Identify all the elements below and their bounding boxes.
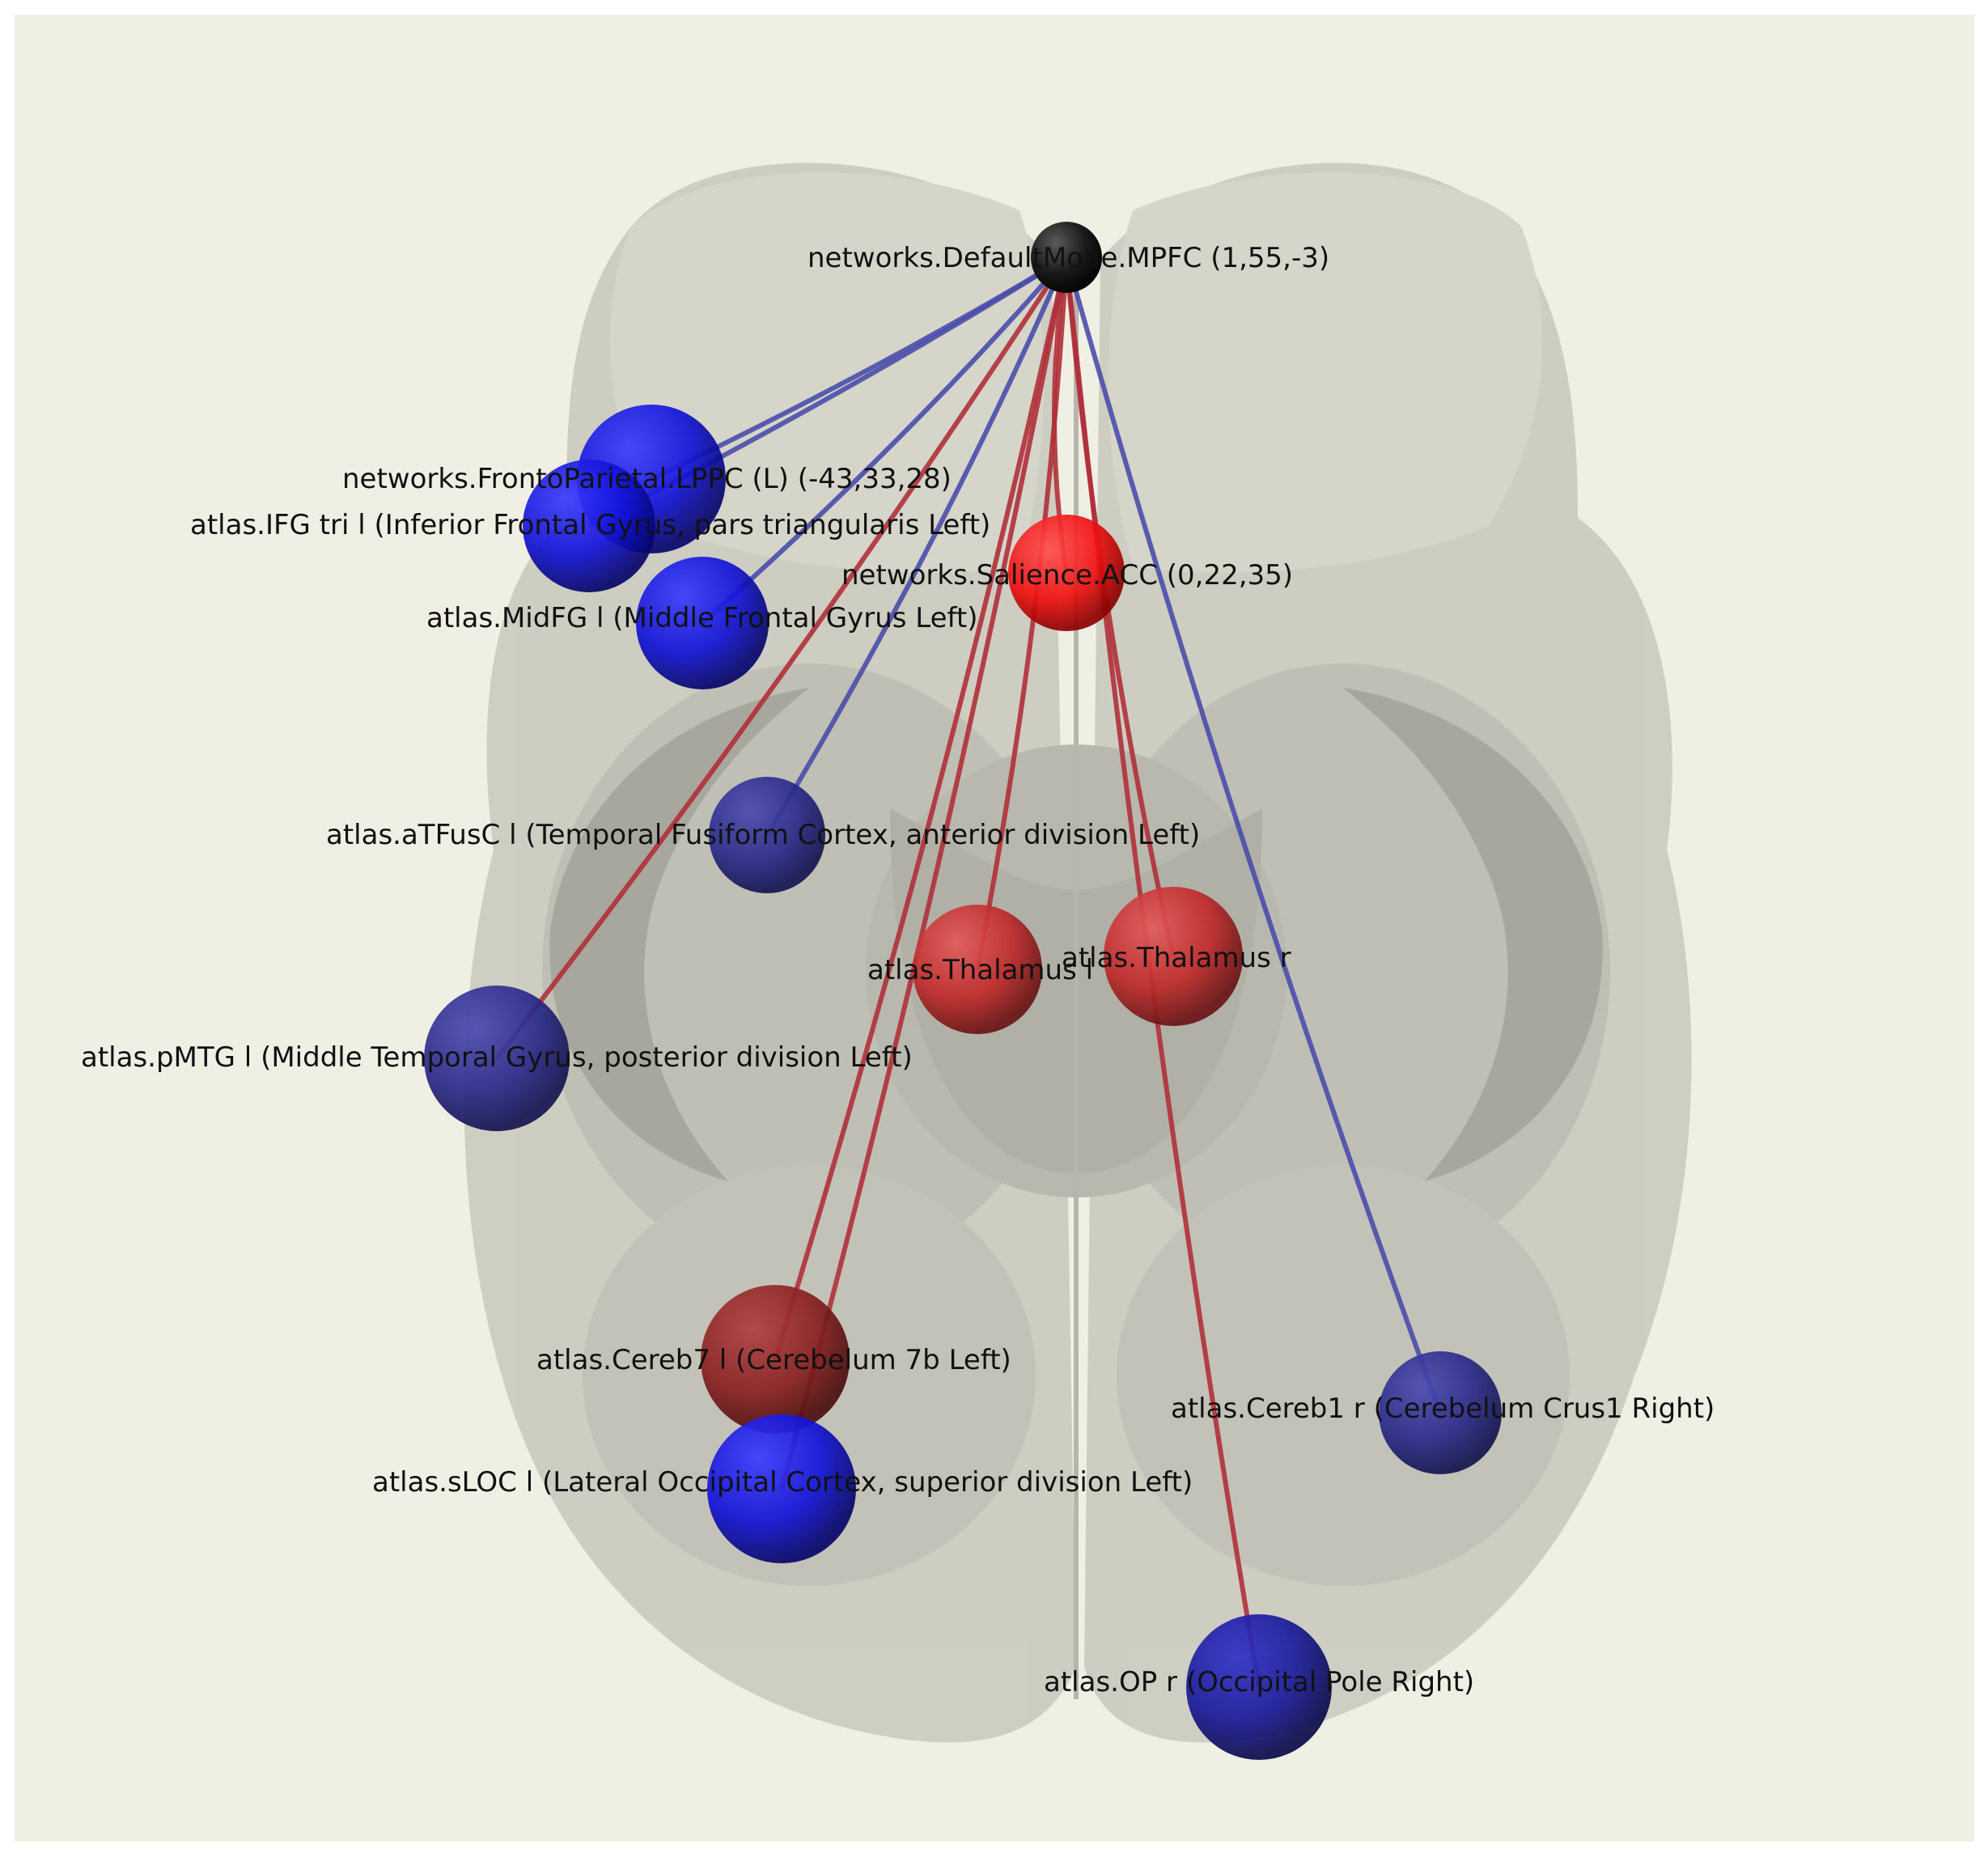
label-sloc: atlas.sLOC l (Lateral Occipital Cortex, …: [372, 1466, 1193, 1499]
label-lppc: networks.FrontoParietal.LPPC (L) (-43,33…: [342, 463, 952, 495]
node-thal-r: [1104, 887, 1243, 1026]
edge-mpfc-cereb7: [773, 257, 1069, 1360]
label-cereb1: atlas.Cereb1 r (Cerebelum Crus1 Right): [1171, 1393, 1715, 1425]
label-acc: networks.Salience.ACC (0,22,35): [841, 559, 1293, 591]
edge-mpfc-midfg: [701, 256, 1069, 625]
node-acc: [1008, 515, 1125, 631]
label-op: atlas.OP r (Occipital Pole Right): [1044, 1666, 1474, 1698]
node-op: [1186, 1614, 1332, 1760]
label-ifg: atlas.IFG tri l (Inferior Frontal Gyrus,…: [190, 509, 990, 541]
edge-mpfc-pmtg: [494, 256, 1069, 1060]
label-cereb7: atlas.Cereb7 l (Cerebelum 7b Left): [536, 1344, 1011, 1376]
node-pmtg: [424, 986, 570, 1131]
node-layer: [424, 222, 1502, 1760]
edge-mpfc-cereb1: [1064, 257, 1443, 1414]
node-mpfc: [1031, 222, 1102, 293]
edge-mpfc-atfusc: [765, 256, 1069, 837]
label-thal-l: atlas.Thalamus l: [867, 954, 1093, 986]
node-sloc: [707, 1414, 856, 1563]
node-thal-l: [913, 905, 1042, 1034]
label-layer: networks.DefaultMode.MPFC (1,55,-3) netw…: [81, 242, 1715, 1698]
label-midfg: atlas.MidFG l (Middle Frontal Gyrus Left…: [426, 602, 978, 634]
node-cereb7: [701, 1285, 850, 1434]
label-atfusc: atlas.aTFusC l (Temporal Fusiform Cortex…: [326, 819, 1200, 851]
node-ifg: [523, 460, 655, 592]
label-mpfc: networks.DefaultMode.MPFC (1,55,-3): [807, 242, 1329, 274]
node-cereb1: [1379, 1351, 1502, 1474]
label-thal-r: atlas.Thalamus r: [1062, 942, 1291, 974]
edge-mpfc-sloc: [779, 257, 1069, 1490]
label-pmtg: atlas.pMTG l (Middle Temporal Gyrus, pos…: [81, 1041, 913, 1074]
node-midfg: [636, 557, 769, 689]
node-atfusc: [709, 777, 825, 893]
